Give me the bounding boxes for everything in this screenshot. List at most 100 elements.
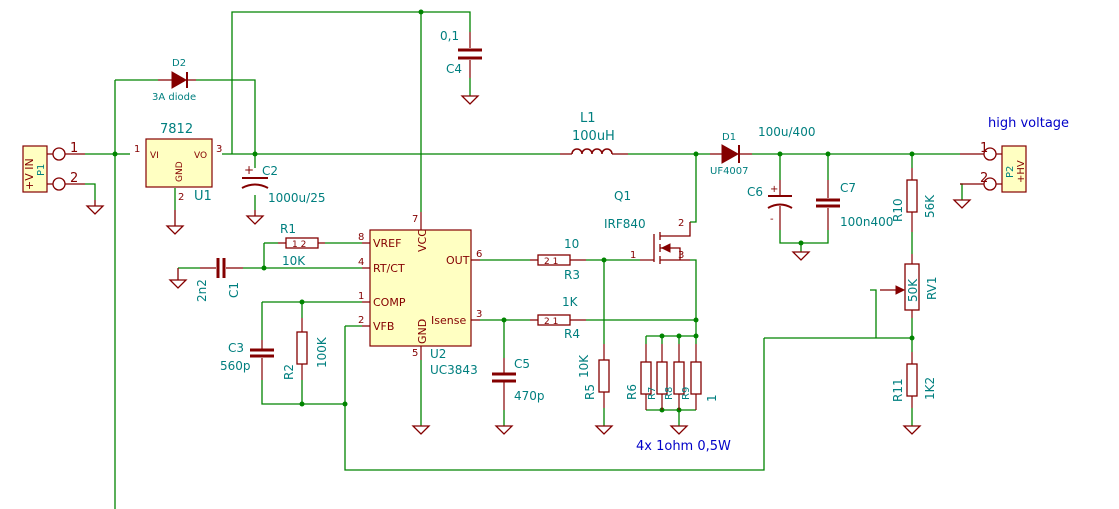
c7-value: 100n400 bbox=[840, 215, 893, 229]
regulator-u1: 7812 VI VO GND U1 1 3 2 bbox=[134, 122, 222, 204]
svg-text:VO: VO bbox=[194, 151, 207, 161]
r11-ref: R11 bbox=[891, 378, 905, 402]
c1-ref: C1 bbox=[227, 282, 241, 298]
u2-ref: U2 bbox=[430, 347, 446, 361]
u1-value: 7812 bbox=[160, 122, 193, 137]
svg-text:R9: R9 bbox=[681, 387, 692, 400]
r3-value: 10 bbox=[564, 237, 579, 251]
capacitor-c3: C3 560p bbox=[220, 340, 274, 380]
q1-ref: Q1 bbox=[614, 189, 631, 203]
potentiometer-rv1: 50K RV1 bbox=[880, 254, 939, 318]
svg-text:+: + bbox=[770, 184, 778, 195]
svg-text:1: 1 bbox=[70, 141, 78, 156]
c5-value: 470p bbox=[514, 389, 545, 403]
resistor-r11: R11 1K2 bbox=[891, 352, 937, 408]
svg-text:GND: GND bbox=[175, 161, 185, 182]
resistor-r6: R6 bbox=[625, 344, 652, 410]
svg-text:VCC: VCC bbox=[416, 229, 429, 252]
svg-text:7: 7 bbox=[412, 214, 418, 225]
rv1-value: 50K bbox=[906, 278, 920, 302]
connector-p1: +V IN P1 1 2 bbox=[22, 141, 85, 193]
r3-ref: R3 bbox=[564, 268, 580, 282]
svg-text:COMP: COMP bbox=[373, 296, 406, 309]
svg-text:2: 2 bbox=[70, 171, 78, 186]
c5-ref: C5 bbox=[514, 357, 530, 371]
ground-symbols bbox=[85, 95, 972, 435]
svg-text:1: 1 bbox=[630, 250, 636, 261]
svg-text:3: 3 bbox=[216, 144, 222, 155]
q1-value: IRF840 bbox=[604, 217, 646, 231]
l1-ref: L1 bbox=[580, 111, 596, 126]
resistor-r1: 1 2 R1 10K bbox=[278, 222, 325, 268]
r11-value: 1K2 bbox=[923, 377, 937, 400]
svg-text:VFB: VFB bbox=[373, 320, 394, 333]
svg-text:Isense: Isense bbox=[431, 314, 466, 327]
p2-label: +HV bbox=[1016, 160, 1027, 183]
svg-text:3: 3 bbox=[678, 250, 684, 261]
svg-text:+: + bbox=[244, 163, 254, 177]
resistor-r3: 2 1 10 R3 bbox=[530, 237, 586, 282]
capacitor-c6: + - 100u/400 C6 bbox=[747, 125, 815, 230]
d1-value: UF4007 bbox=[710, 166, 749, 177]
svg-text:2: 2 bbox=[178, 192, 184, 203]
svg-text:1: 1 bbox=[358, 291, 364, 302]
resistor-r7: R7 bbox=[647, 344, 668, 410]
l1-value: 100uH bbox=[572, 129, 615, 144]
d2-ref: D2 bbox=[172, 58, 186, 69]
capacitor-c5: C5 470p bbox=[492, 357, 545, 410]
c6-ref: C6 bbox=[747, 185, 763, 199]
c4-value: 0,1 bbox=[440, 29, 459, 43]
r4-value: 1K bbox=[562, 295, 579, 309]
u1-ref: U1 bbox=[194, 189, 212, 204]
r1-ref: R1 bbox=[280, 222, 296, 236]
p1-label: +V IN bbox=[23, 158, 36, 190]
resistor-note: 4x 1ohm 0,5W bbox=[636, 439, 731, 454]
r10-value: 56K bbox=[923, 194, 937, 218]
resistor-r10: R10 56K bbox=[891, 168, 937, 232]
resistor-r4: 2 1 1K R4 bbox=[530, 295, 586, 341]
r2-value: 100K bbox=[315, 336, 329, 368]
svg-text:R8: R8 bbox=[664, 387, 675, 400]
r1-value: 10K bbox=[282, 254, 306, 268]
c2-value: 1000u/25 bbox=[268, 191, 325, 205]
r5-ref: R5 bbox=[583, 384, 597, 400]
capacitor-c4: 0,1 C4 bbox=[440, 29, 482, 78]
inductor-l1: L1 100uH bbox=[560, 111, 628, 155]
svg-text:RT/CT: RT/CT bbox=[373, 262, 405, 275]
r10-ref: R10 bbox=[891, 198, 905, 222]
svg-text:VI: VI bbox=[150, 151, 159, 161]
svg-text:3: 3 bbox=[476, 309, 482, 320]
connector-p2: P2 +HV 1 2 bbox=[960, 141, 1027, 193]
d1-ref: D1 bbox=[722, 132, 736, 143]
svg-text:5: 5 bbox=[412, 348, 418, 359]
diode-d2: D2 3A diode bbox=[152, 58, 196, 103]
u2-value: UC3843 bbox=[430, 363, 478, 377]
svg-text:2: 2 bbox=[980, 171, 988, 186]
resistor-r2: R2 100K bbox=[282, 318, 329, 380]
svg-text:8: 8 bbox=[358, 232, 364, 243]
svg-text:2: 2 bbox=[678, 218, 684, 229]
svg-text:R7: R7 bbox=[647, 387, 658, 400]
svg-text:1: 1 bbox=[705, 394, 719, 402]
capacitor-c1: C1 2n2 bbox=[195, 258, 243, 302]
svg-text:OUT: OUT bbox=[446, 254, 470, 267]
r5-value: 10K bbox=[577, 354, 591, 378]
high-voltage-label: high voltage bbox=[988, 116, 1069, 131]
resistor-r5: R5 10K bbox=[577, 344, 610, 408]
svg-text:4: 4 bbox=[358, 257, 364, 268]
c1-value: 2n2 bbox=[195, 279, 209, 302]
p1-ref: P1 bbox=[36, 164, 47, 176]
svg-text:2 1: 2 1 bbox=[544, 257, 558, 267]
svg-text:-: - bbox=[770, 214, 774, 225]
svg-text:2: 2 bbox=[358, 315, 364, 326]
diode-d1: D1 UF4007 bbox=[710, 132, 752, 177]
svg-text:6: 6 bbox=[476, 249, 482, 260]
ic-u2: VREF RT/CT COMP VFB OUT Isense VCC GND 8… bbox=[358, 212, 482, 377]
capacitor-c7: C7 100n400 bbox=[816, 180, 893, 230]
r4-ref: R4 bbox=[564, 327, 580, 341]
capacitor-c2: + C2 1000u/25 bbox=[241, 163, 325, 205]
svg-text:1: 1 bbox=[980, 141, 988, 156]
resistor-r9: R9 1 bbox=[681, 344, 719, 410]
c3-ref: C3 bbox=[228, 341, 244, 355]
svg-text:VREF: VREF bbox=[373, 237, 401, 250]
